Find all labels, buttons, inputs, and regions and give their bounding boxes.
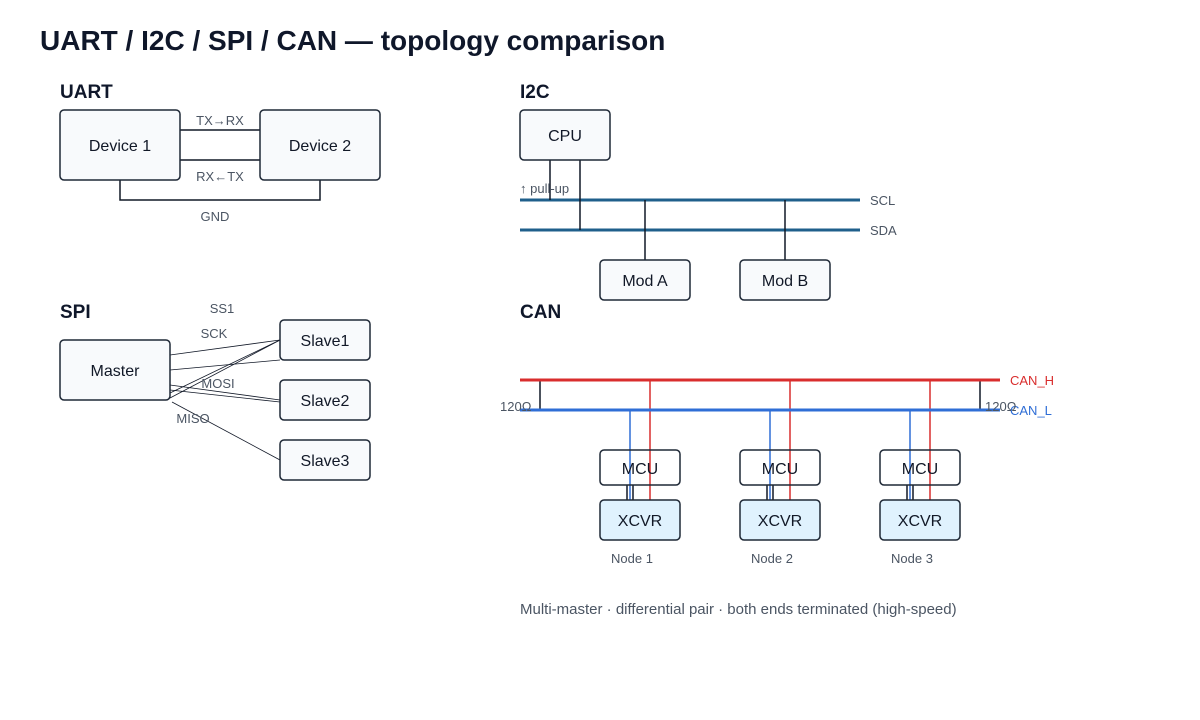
uart-device-1-box xyxy=(59,109,181,181)
page-title: UART / I2C / SPI / CAN — topology compar… xyxy=(40,25,665,56)
can-node-3: MCU XCVR Node 3 xyxy=(879,449,961,566)
spi-mosi-label: MOSI xyxy=(201,376,234,391)
can-node-1-label: Node 1 xyxy=(611,551,653,566)
spi-master-label: Master xyxy=(91,363,141,380)
uart-device-1: Device 1 xyxy=(59,109,181,181)
can-node-3-taps xyxy=(909,380,931,500)
spi-slave-1-label: Slave1 xyxy=(301,333,350,350)
can-h-label: CAN_H xyxy=(1010,373,1054,388)
uart-device-2: Device 2 xyxy=(259,109,381,181)
can-node-2: MCU XCVR Node 2 xyxy=(739,449,821,566)
can-node-2-mcu-box xyxy=(739,449,821,486)
i2c-mod-b: Mod B xyxy=(739,259,831,301)
spi-miso-line xyxy=(171,401,281,461)
can-node-3-xcvr-label: XCVR xyxy=(898,513,942,530)
spi-sck-line xyxy=(169,359,281,371)
spi-slave2-bus xyxy=(169,389,281,403)
i2c-mod-a-label: Mod A xyxy=(622,273,668,290)
can-node-3-label: Node 3 xyxy=(891,551,933,566)
i2c-mod-b-label: Mod B xyxy=(762,273,808,290)
can-node-2-taps xyxy=(769,380,791,500)
can-node-1-mcu-label: MCU xyxy=(622,461,658,478)
uart-heading: UART xyxy=(60,82,113,103)
uart-gnd-wire xyxy=(119,180,321,201)
uart-gnd-label: GND xyxy=(201,209,230,224)
can-node-2-xcvr-box xyxy=(739,499,821,541)
can-node-2-label: Node 2 xyxy=(751,551,793,566)
i2c-sda-label: SDA xyxy=(870,223,897,238)
can-node-1-xcvr-label: XCVR xyxy=(618,513,662,530)
spi-mosi-line xyxy=(169,384,281,401)
can-section: CAN CAN_H CAN_L 120Ω 120Ω MCU xyxy=(500,302,1054,618)
spi-slave1-bus-a xyxy=(169,339,281,394)
spi-slave-2-label: Slave2 xyxy=(301,393,350,410)
uart-device-2-box xyxy=(259,109,381,181)
spi-slave-3: Slave3 xyxy=(279,439,371,481)
spi-ss1-line xyxy=(169,339,281,356)
can-node-3-xcvr-box xyxy=(879,499,961,541)
i2c-section: I2C CPU Mod A Mod B ↑ pull-up SCL SDA xyxy=(519,82,897,301)
i2c-cpu-label: CPU xyxy=(548,128,582,145)
spi-slave-1-box xyxy=(279,319,371,361)
spi-master: Master xyxy=(59,339,171,401)
i2c-mod-a: Mod A xyxy=(599,259,691,301)
can-node-1-mcu-box xyxy=(599,449,681,486)
can-l-label: CAN_L xyxy=(1010,403,1052,418)
uart-rx-tx-label: RX←TX xyxy=(196,169,244,184)
spi-ss1-label: SS1 xyxy=(210,301,235,316)
i2c-mod-b-box xyxy=(739,259,831,301)
can-node-1: MCU XCVR Node 1 xyxy=(599,449,681,566)
uart-tx-rx-label: TX→RX xyxy=(196,113,244,128)
can-node-1-xcvr-box xyxy=(599,499,681,541)
can-node-1-taps xyxy=(629,380,651,500)
can-node-3-mcu-label: MCU xyxy=(902,461,938,478)
uart-device-1-label: Device 1 xyxy=(89,138,151,155)
spi-slave-2: Slave2 xyxy=(279,379,371,421)
spi-slave-1: Slave1 xyxy=(279,319,371,361)
uart-device-2-label: Device 2 xyxy=(289,138,351,155)
can-term-right-label: 120Ω xyxy=(985,399,1017,414)
spi-master-box xyxy=(59,339,171,401)
spi-section: SPI Master Slave1 Slave2 Slave3 SS1 SCK … xyxy=(59,301,371,481)
spi-sck-label: SCK xyxy=(201,326,228,341)
can-node-2-xcvr-label: XCVR xyxy=(758,513,802,530)
spi-slave-2-box xyxy=(279,379,371,421)
spi-slave-3-box xyxy=(279,439,371,481)
i2c-heading: I2C xyxy=(520,82,550,103)
can-caption: Multi-master · differential pair · both … xyxy=(520,601,957,618)
spi-miso-label: MISO xyxy=(176,411,209,426)
can-node-3-mcu-box xyxy=(879,449,961,486)
i2c-cpu: CPU xyxy=(519,109,611,161)
spi-slave-3-label: Slave3 xyxy=(301,453,350,470)
can-heading: CAN xyxy=(520,302,561,323)
i2c-mod-a-box xyxy=(599,259,691,301)
uart-section: UART Device 1 Device 2 TX→RX RX←TX GND xyxy=(59,82,381,224)
i2c-pullup-label: ↑ pull-up xyxy=(520,181,569,196)
i2c-cpu-box xyxy=(519,109,611,161)
spi-heading: SPI xyxy=(60,302,91,323)
spi-slave1-bus-b xyxy=(169,339,281,399)
i2c-scl-label: SCL xyxy=(870,193,895,208)
can-term-left-label: 120Ω xyxy=(500,399,532,414)
can-node-2-mcu-label: MCU xyxy=(762,461,798,478)
